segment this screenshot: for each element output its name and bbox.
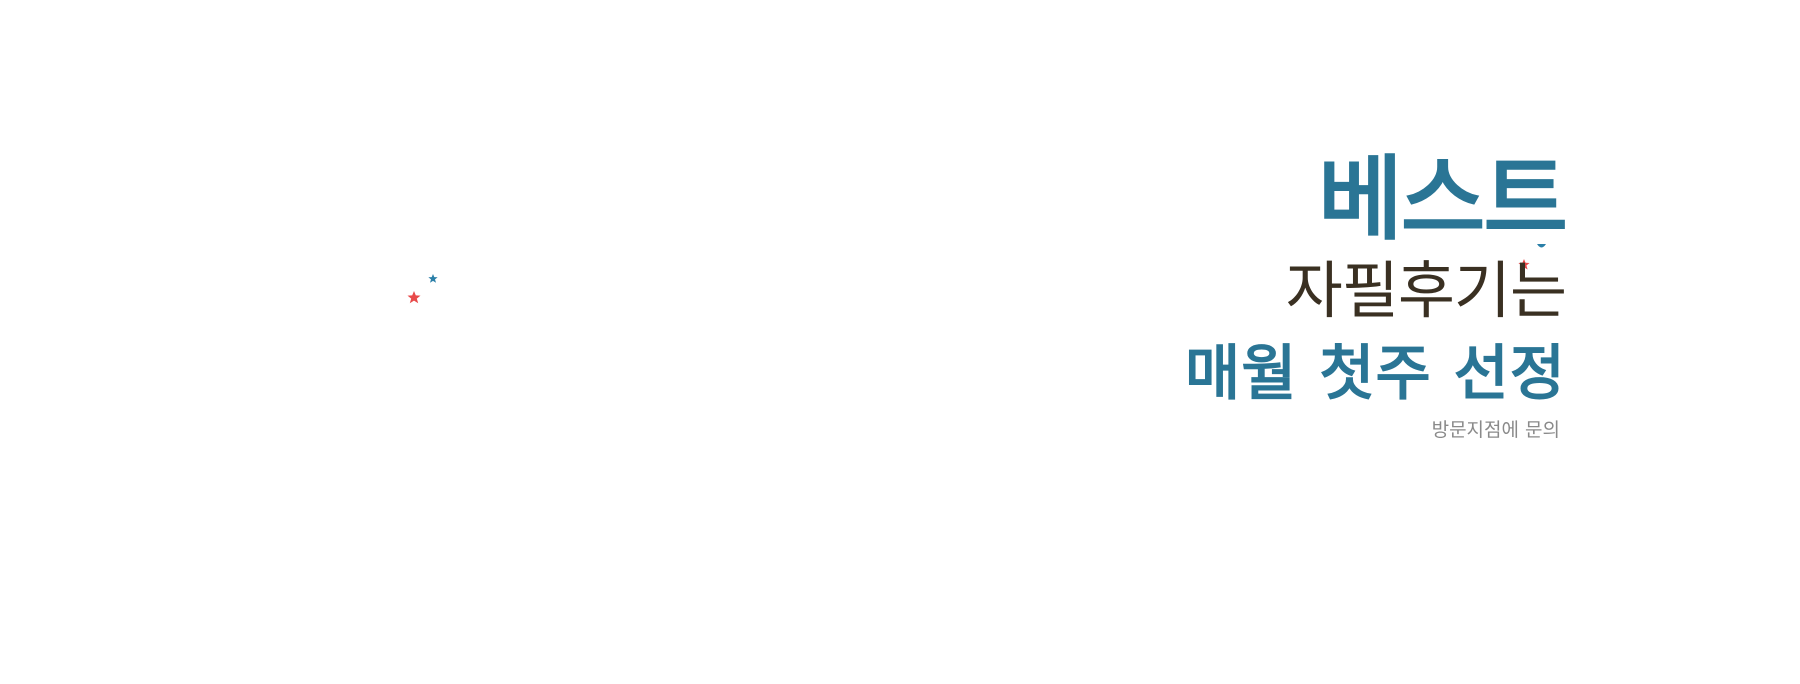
subheadline-review: 자필후기는 <box>1285 254 1567 327</box>
selection-notice: 매월 첫주 선정 <box>1185 339 1566 409</box>
confetti-red-right-icon <box>1518 259 1530 270</box>
inquiry-notice: 방문지점에 문의 <box>1431 419 1560 441</box>
confetti-red-left-icon <box>407 291 421 304</box>
confetti-blue-left-icon <box>428 274 438 283</box>
confetti-blue-right-icon <box>1537 244 1546 248</box>
headline-best: 베스트 <box>1318 146 1568 253</box>
banner-text-block: 베스트 자필후기는 매월 첫주 선정 방문지점에 문의 <box>1046 146 1568 442</box>
